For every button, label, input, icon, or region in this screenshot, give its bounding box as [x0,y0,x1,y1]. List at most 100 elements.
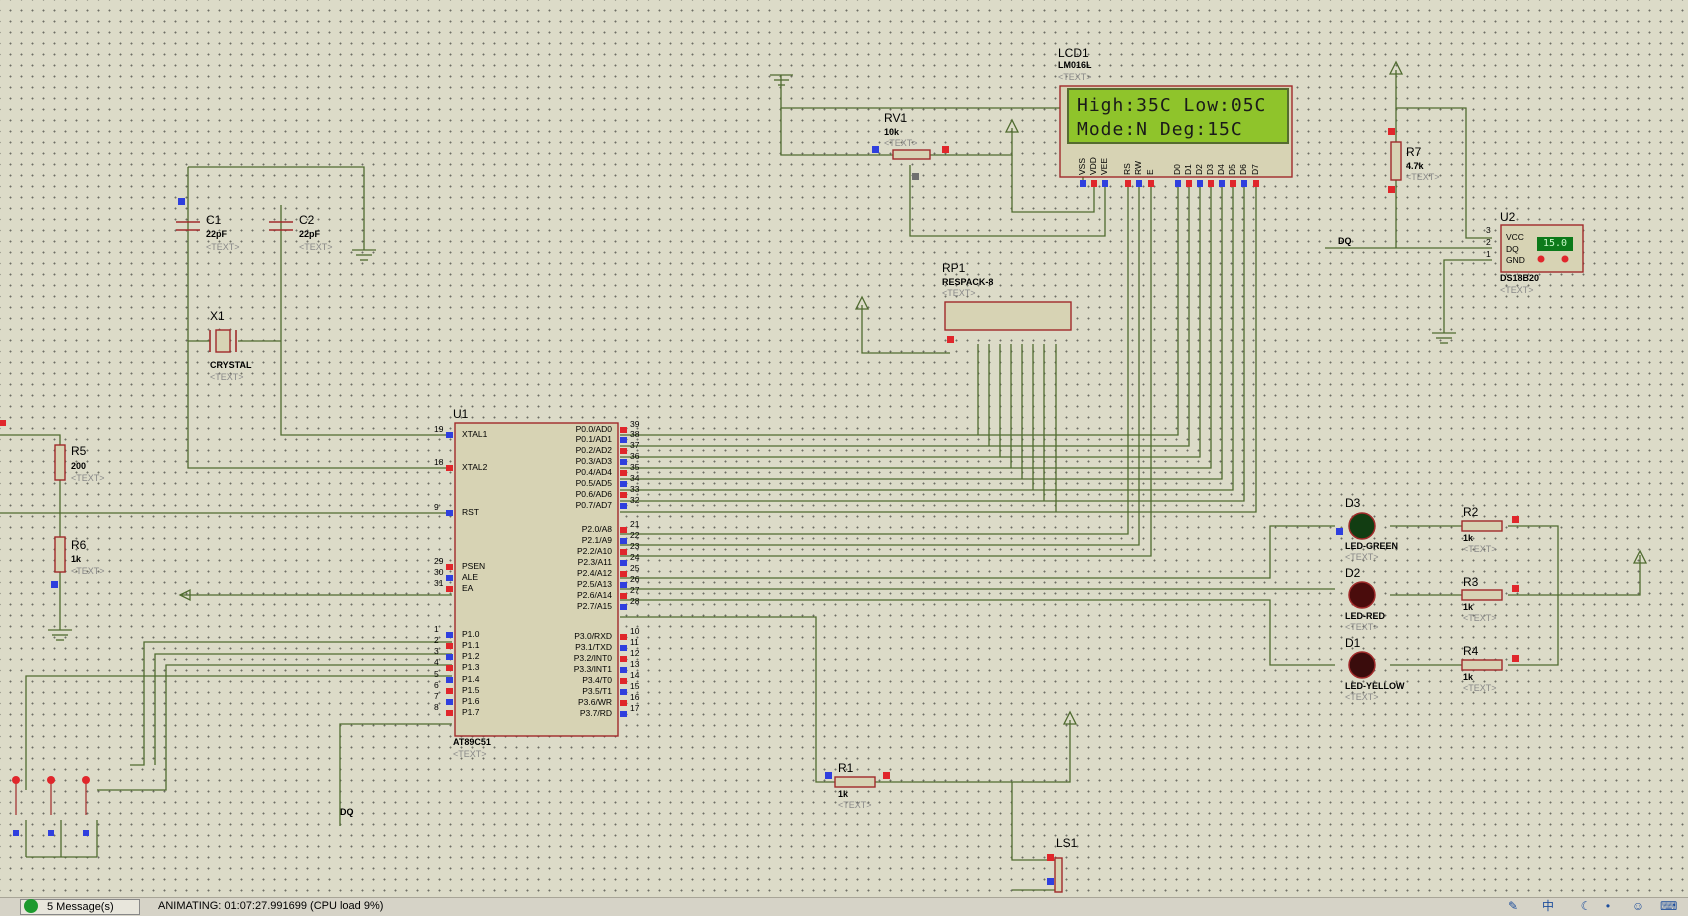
rv1-value: 10k [884,127,900,137]
u1-pin-number: 11 [630,637,639,647]
r6-value: 1k [71,554,82,564]
u1-pin-marker[interactable] [620,481,627,487]
input-method-icon[interactable]: 中 [1541,899,1554,913]
u1-pin-p2-0-a8: P2.0/A8 [581,524,612,534]
u1-pin-marker[interactable] [620,427,627,433]
u1-pin-marker[interactable] [620,560,627,566]
u1-pin-marker[interactable] [446,643,453,649]
u1-pin-number: 21 [630,519,640,529]
u1-pin-p1-5: P1.5 [462,685,480,695]
u1-pin-p2-7-a15: P2.7/A15 [577,601,612,611]
u1-pin-marker[interactable] [620,593,627,599]
c2-text: <TEXT> [299,242,333,252]
c1-value: 22pF [206,229,228,239]
u1-pin-marker[interactable] [620,604,627,610]
u1-pin-marker[interactable] [620,667,627,673]
u1-pin-marker[interactable] [446,575,453,581]
ds18b20-temperature-display[interactable]: 15.0 [1537,237,1573,251]
u1-pin-marker[interactable] [620,448,627,454]
c1-text: <TEXT> [206,242,240,252]
u1-pin-marker[interactable] [620,571,627,577]
u1-pin-xtal1: XTAL1 [462,429,488,439]
lcd-line-2: Mode:N Deg:15C [1077,119,1243,140]
lcd-pin-marker[interactable] [1230,180,1236,187]
u1-pin-marker[interactable] [620,538,627,544]
u1-pin-marker[interactable] [446,665,453,671]
u1-pin-marker[interactable] [446,510,453,516]
u1-pin-marker[interactable] [620,549,627,555]
u1-pin-marker[interactable] [446,586,453,592]
u1-pin-number: 18 [434,457,444,467]
u1-pin-p3-5-t1: P3.5/T1 [582,686,612,696]
lcd-pin-d3: D3 [1205,164,1215,175]
u1-pin-marker[interactable] [620,470,627,476]
lcd-pin-marker[interactable] [1175,180,1181,187]
schematic-canvas[interactable]: LCD1 LM016L <TEXT> High:35C Low:05C Mode… [0,0,1688,897]
u1-pin-marker[interactable] [620,437,627,443]
status-bar: 5 Message(s) ANIMATING: 01:07:27.991699 … [0,897,1688,916]
u1-pin-marker[interactable] [620,582,627,588]
u1-pin-marker[interactable] [446,654,453,660]
u1-pin-marker[interactable] [446,688,453,694]
punctuation-icon[interactable]: • [1605,899,1611,913]
d1-ref: D1 [1345,636,1361,650]
u1-pin-marker[interactable] [446,432,453,438]
r5-ref: R5 [71,444,87,458]
u1-pin-marker[interactable] [446,564,453,570]
moon-icon[interactable]: ☾ [1580,899,1592,913]
lcd-pin-marker[interactable] [1080,180,1086,187]
u1-pin-p0-7-ad7: P0.7/AD7 [575,500,612,510]
c1-ref: C1 [206,213,222,227]
u1-body[interactable] [454,422,619,737]
lcd-pin-marker[interactable] [1241,180,1247,187]
u1-pin-marker[interactable] [446,632,453,638]
lcd-text: <TEXT> [1058,72,1092,82]
r7-text: <TEXT> [1406,172,1440,182]
u1-pin-marker[interactable] [620,459,627,465]
u1-pin-marker[interactable] [620,503,627,509]
u1-pin-p0-1-ad1: P0.1/AD1 [575,434,612,444]
user-icon[interactable]: ☺ [1631,899,1645,913]
x1-value: CRYSTAL [210,360,252,370]
u1-pin-marker[interactable] [446,465,453,471]
u1-pin-number: 37 [630,440,640,450]
u1-text: <TEXT> [453,749,487,759]
lcd-pin-marker[interactable] [1253,180,1259,187]
lcd-pin-marker[interactable] [1125,180,1131,187]
u1-pin-p2-4-a12: P2.4/A12 [577,568,612,578]
u1-pin-marker[interactable] [620,492,627,498]
rp1-text: <TEXT> [942,288,976,298]
lcd-pin-d0: D0 [1172,164,1182,175]
lcd-pin-marker[interactable] [1186,180,1192,187]
u1-pin-marker[interactable] [620,711,627,717]
u1-pin-number: 34 [630,473,640,483]
u1-pin-number: 36 [630,451,640,461]
keyboard-icon[interactable]: ⌨ [1660,899,1678,913]
u1-pin-marker[interactable] [620,689,627,695]
u1-pin-marker[interactable] [620,634,627,640]
u1-pin-marker[interactable] [620,656,627,662]
lcd-pin-marker[interactable] [1148,180,1154,187]
lcd-pin-marker[interactable] [1102,180,1108,187]
u1-pin-marker[interactable] [446,710,453,716]
u1-pin-marker[interactable] [620,645,627,651]
lcd-pin-marker[interactable] [1219,180,1225,187]
u1-pin-number: 23 [630,541,640,551]
u1-model: AT89C51 [453,737,491,747]
lcd-model: LM016L [1058,60,1092,70]
lcd-pin-marker[interactable] [1208,180,1214,187]
u1-pin-marker[interactable] [620,678,627,684]
u1-pin-marker[interactable] [446,699,453,705]
u1-pin-p3-2-int0: P3.2/INT0 [573,653,612,663]
lcd-pin-marker[interactable] [1091,180,1097,187]
lcd-pin-marker[interactable] [1197,180,1203,187]
u1-pin-number: 8 [434,702,439,712]
lcd-pin-marker[interactable] [1136,180,1142,187]
u1-pin-number: 1 [434,624,439,634]
messages-button[interactable]: 5 Message(s) [20,899,140,915]
u1-pin-marker[interactable] [446,677,453,683]
r1-value: 1k [838,789,849,799]
u1-pin-marker[interactable] [620,700,627,706]
u1-pin-marker[interactable] [620,527,627,533]
edit-icon[interactable]: ✎ [1507,899,1519,913]
